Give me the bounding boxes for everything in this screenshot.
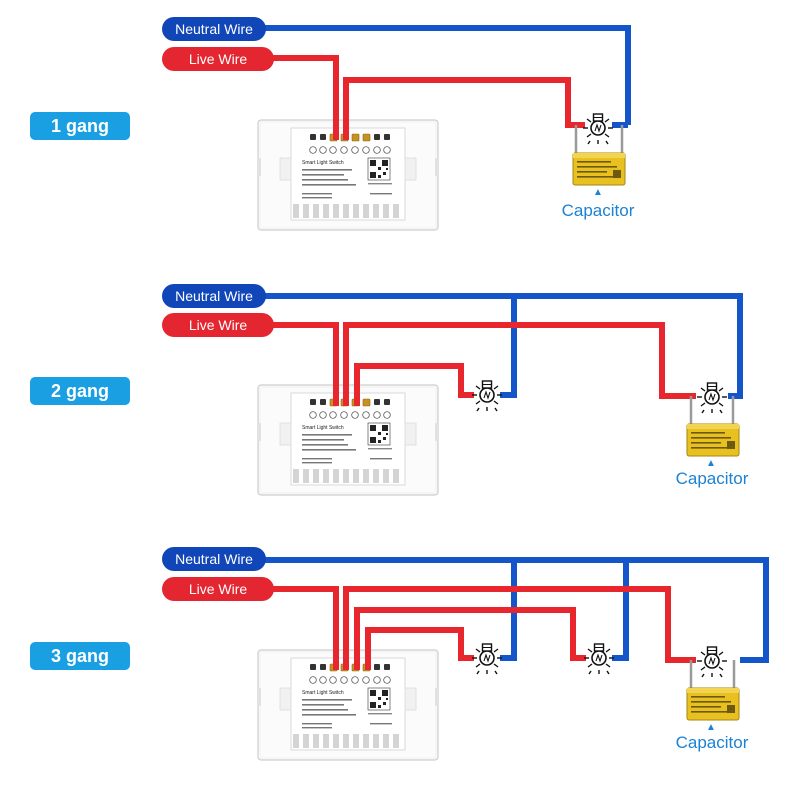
section-2-gang: Neutral Wire Live Wire 2 gang ▲ Capacito…: [30, 284, 749, 496]
capacitor-arrow: ▲: [706, 458, 716, 469]
neutral-wire-label: Neutral Wire: [162, 284, 266, 308]
bulb-icon: [583, 643, 615, 675]
bulb-icon: [696, 382, 728, 414]
svg-text:2 gang: 2 gang: [51, 381, 109, 401]
svg-text:Neutral Wire: Neutral Wire: [175, 21, 253, 37]
gang-label: 2 gang: [30, 377, 130, 405]
svg-text:1 gang: 1 gang: [51, 116, 109, 136]
neutral-wire: [258, 25, 631, 125]
live-wire-label: Live Wire: [162, 577, 274, 601]
gang-label: 1 gang: [30, 112, 130, 140]
neutral-wire-label: Neutral Wire: [162, 547, 266, 571]
capacitor-label: Capacitor: [562, 201, 635, 220]
svg-text:Neutral Wire: Neutral Wire: [175, 288, 253, 304]
live-wire: [270, 322, 339, 406]
bulb-icon: [471, 643, 503, 675]
switched-live-1: [343, 586, 696, 670]
svg-text:Neutral Wire: Neutral Wire: [175, 551, 253, 567]
switched-live-wire: [343, 77, 585, 140]
neutral-wire: [258, 293, 743, 399]
neutral-branch-1: [500, 560, 517, 661]
live-wire: [270, 55, 339, 140]
switched-live-2: [354, 607, 586, 670]
live-wire-label: Live Wire: [162, 313, 274, 337]
bulb-icon: [696, 646, 728, 678]
neutral-wire-label: Neutral Wire: [162, 17, 266, 41]
bulb-icon: [582, 113, 614, 145]
capacitor-icon: [572, 152, 626, 186]
live-wire: [270, 586, 339, 670]
svg-text:3 gang: 3 gang: [51, 646, 109, 666]
switched-live-1: [343, 322, 696, 406]
section-1-gang: Neutral Wire Live Wire 1 gang ▲ Capacito…: [30, 17, 635, 231]
capacitor-arrow: ▲: [706, 722, 716, 733]
capacitor-icon: [686, 687, 740, 721]
section-3-gang: Neutral Wire Live Wire 3 gang ▲ Capacito…: [30, 547, 769, 761]
capacitor-icon: [686, 423, 740, 457]
capacitor-label: Capacitor: [676, 733, 749, 752]
svg-text:Live Wire: Live Wire: [189, 51, 248, 67]
capacitor-label: Capacitor: [676, 469, 749, 488]
gang-label: 3 gang: [30, 642, 130, 670]
switched-live-2: [354, 363, 474, 406]
capacitor-arrow: ▲: [593, 187, 603, 198]
neutral-branch-1: [500, 296, 517, 398]
svg-text:Live Wire: Live Wire: [189, 317, 248, 333]
live-wire-label: Live Wire: [162, 47, 274, 71]
svg-text:Live Wire: Live Wire: [189, 581, 248, 597]
switched-live-3: [365, 627, 474, 670]
bulb-icon: [471, 380, 503, 412]
neutral-branch-2: [612, 560, 629, 661]
